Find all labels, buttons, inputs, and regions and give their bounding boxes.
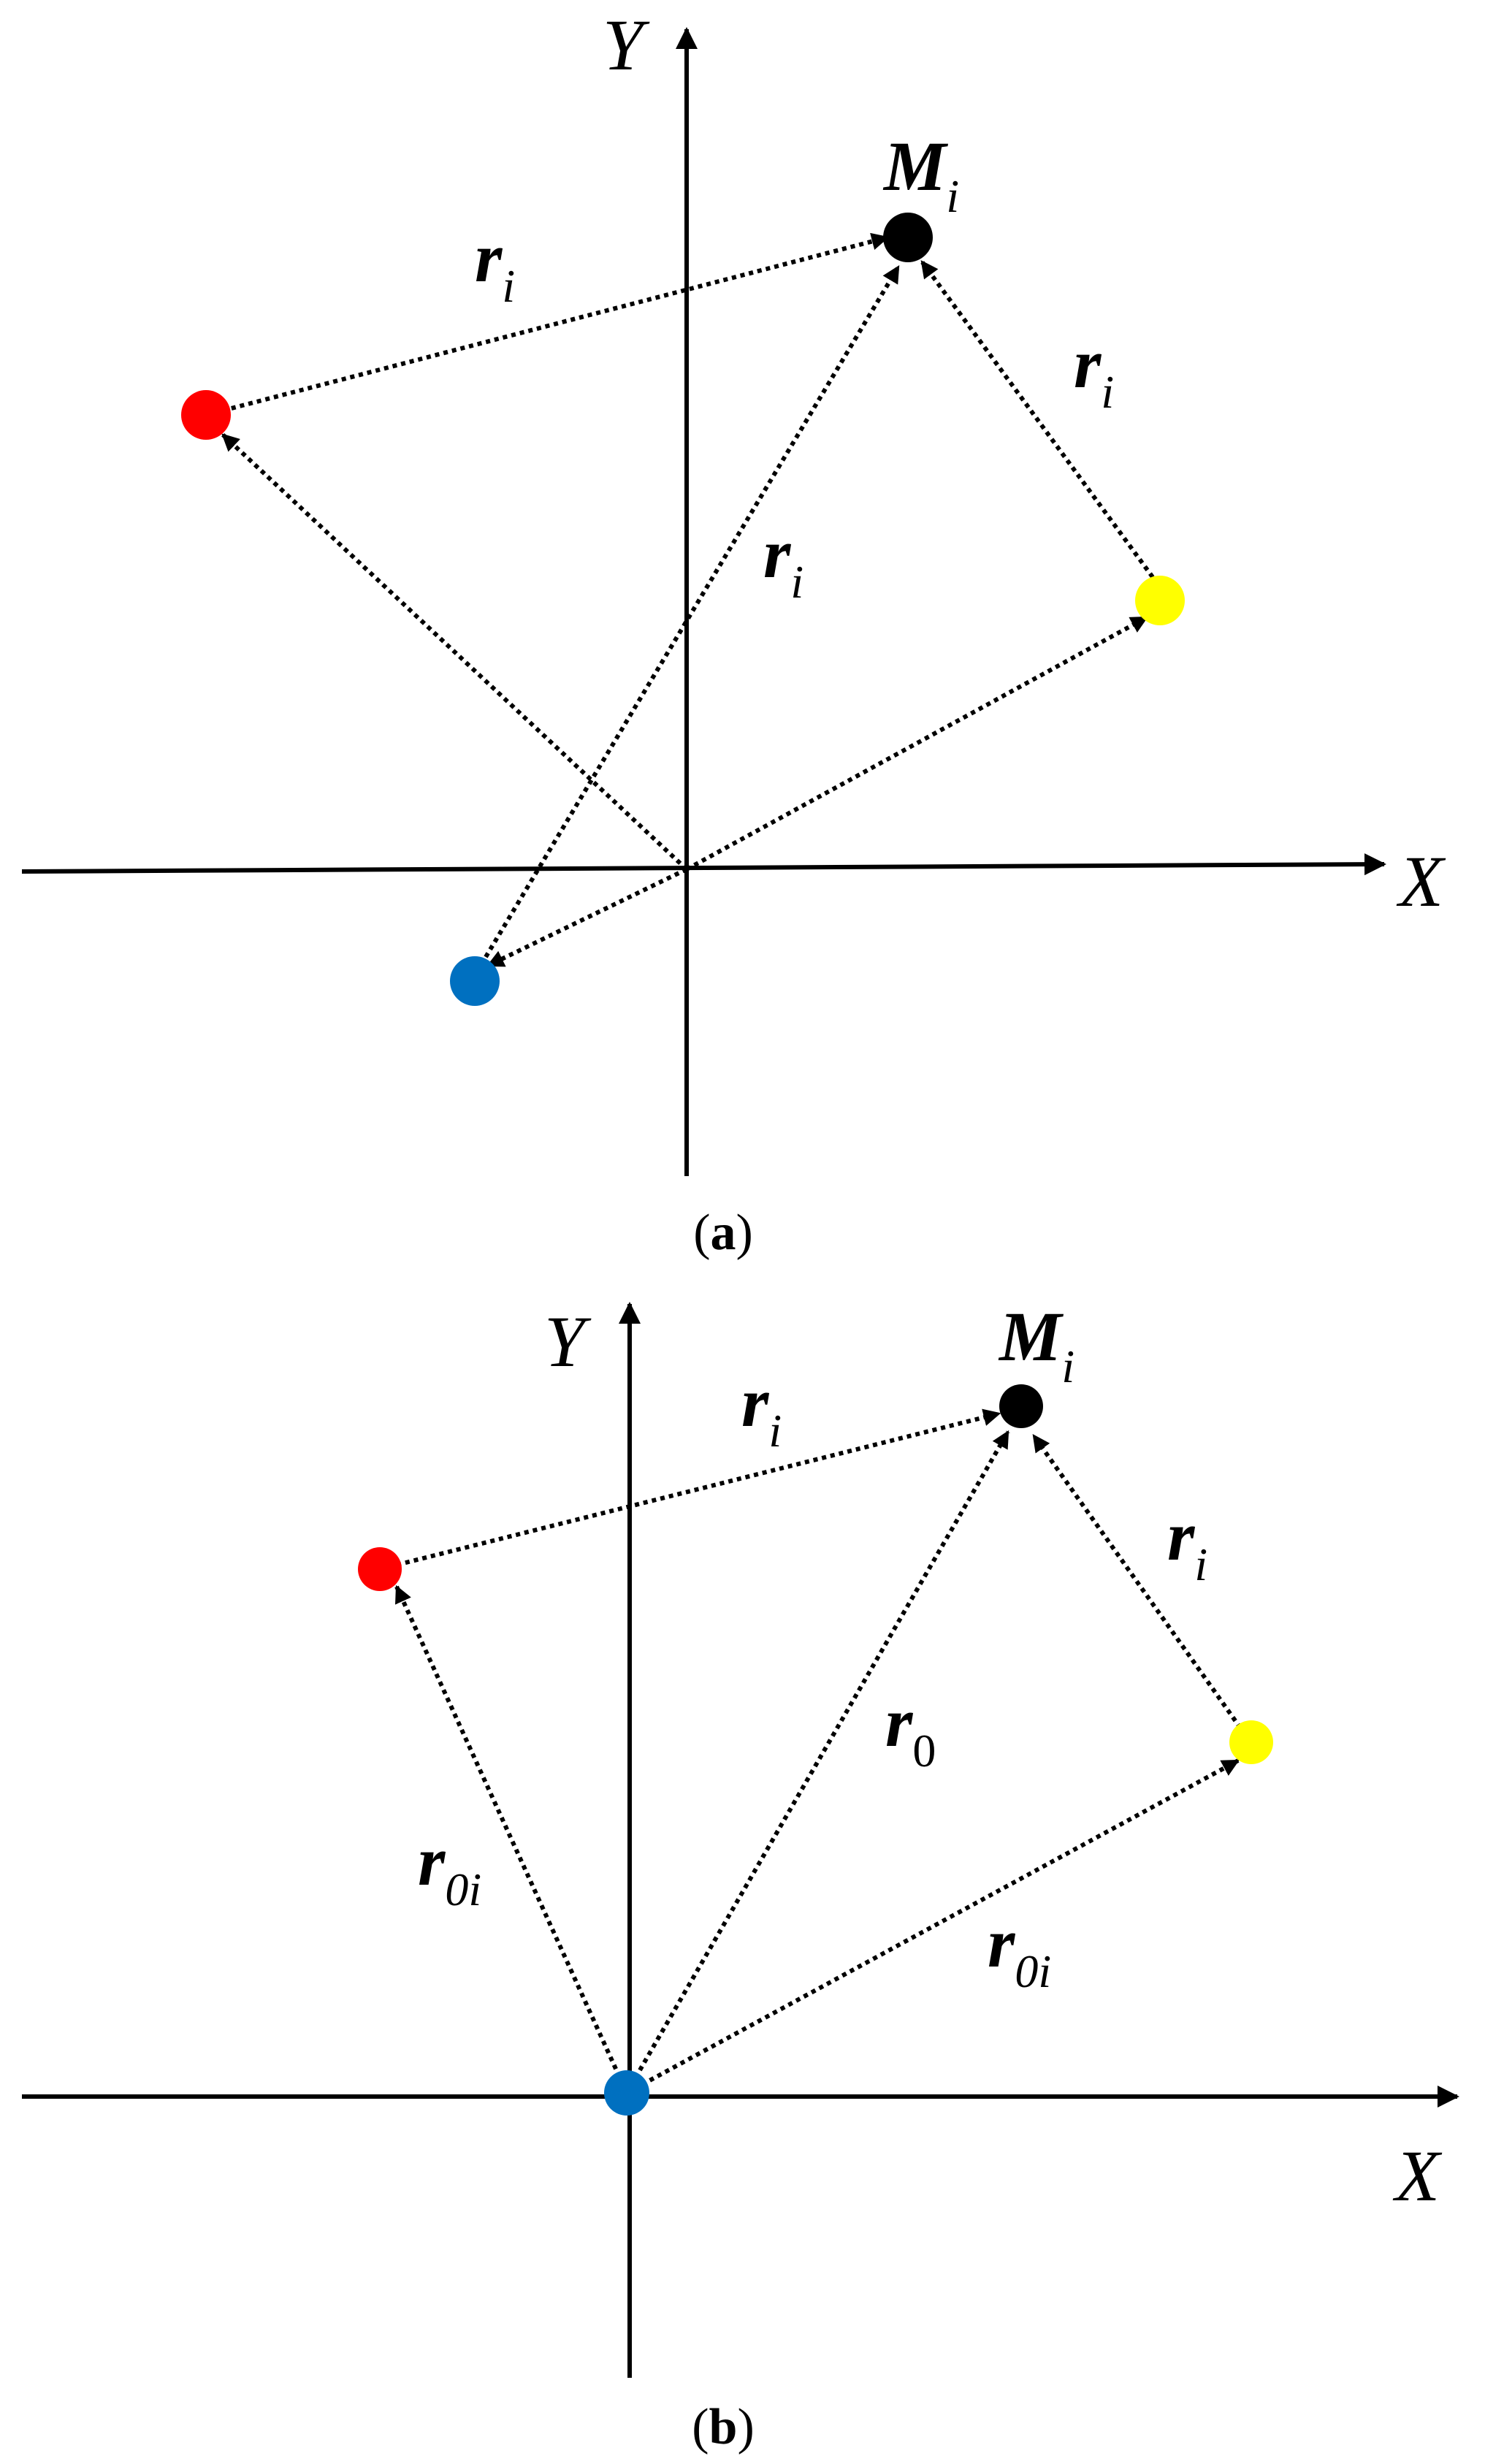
panel-b-vector-label-top: ri	[741, 1363, 782, 1457]
panel-a-blue-point	[450, 956, 500, 1006]
panel-a-vector-label-top: ri	[475, 218, 515, 312]
panel-b-yellow-point	[1229, 1720, 1273, 1764]
panel-b-y-label: Y	[544, 1301, 592, 1382]
panel-a-vector-origin-to-red	[221, 432, 689, 871]
panel-b-vector-label-r0i-right: r0i	[988, 1904, 1051, 1997]
panel-b-m-point	[999, 1384, 1043, 1428]
panel-a-yellow-point	[1135, 576, 1185, 625]
panel-a-caption: (a)	[693, 1205, 753, 1261]
panel-b-vector-origin-to-yellow	[625, 1758, 1240, 2095]
panel-a-vector-blue-to-m	[484, 264, 901, 958]
panel-b-vector-label-right: ri	[1167, 1497, 1207, 1590]
panel-a-vector-origin-to-blue	[486, 867, 688, 968]
panel-a-m-point	[883, 213, 933, 262]
panel-a-y-label: Y	[603, 4, 650, 85]
panel-b-vector-origin-to-m	[625, 1430, 1010, 2094]
panel-a-m-label: Mi	[882, 127, 959, 222]
panel-a-x-label: X	[1396, 841, 1446, 922]
panel-b-red-point	[358, 1547, 402, 1591]
panel-b-vector-label-r0i-left: r0i	[418, 1822, 481, 1915]
panel-b-blue-point	[604, 2070, 649, 2116]
panel-b-vector-yellow-to-m	[1031, 1434, 1253, 1744]
panel-b-vector-label-r0: r0	[885, 1683, 936, 1777]
panel-a-vector-label-center: ri	[763, 514, 803, 608]
panel-b-x-label: X	[1392, 2135, 1443, 2216]
panel-b-m-label: Mi	[998, 1297, 1074, 1392]
panel-b-caption: (b)	[692, 2399, 755, 2455]
panel-a-vector-red-to-m	[205, 232, 890, 417]
panel-a-x-axis	[21, 853, 1386, 876]
panel-b-vector-red-to-m	[379, 1408, 1001, 1571]
panel-b: X Y Mi ri ri r0 r0i r0i	[22, 1297, 1459, 2455]
panel-a-vector-origin-to-yellow	[685, 615, 1149, 871]
panel-a-red-point	[181, 390, 231, 440]
panel-a-vector-label-right: ri	[1074, 324, 1114, 418]
panel-a-vector-yellow-to-m	[920, 260, 1155, 579]
panel-a: X Y Mi ri ri ri (a)	[21, 4, 1446, 1261]
